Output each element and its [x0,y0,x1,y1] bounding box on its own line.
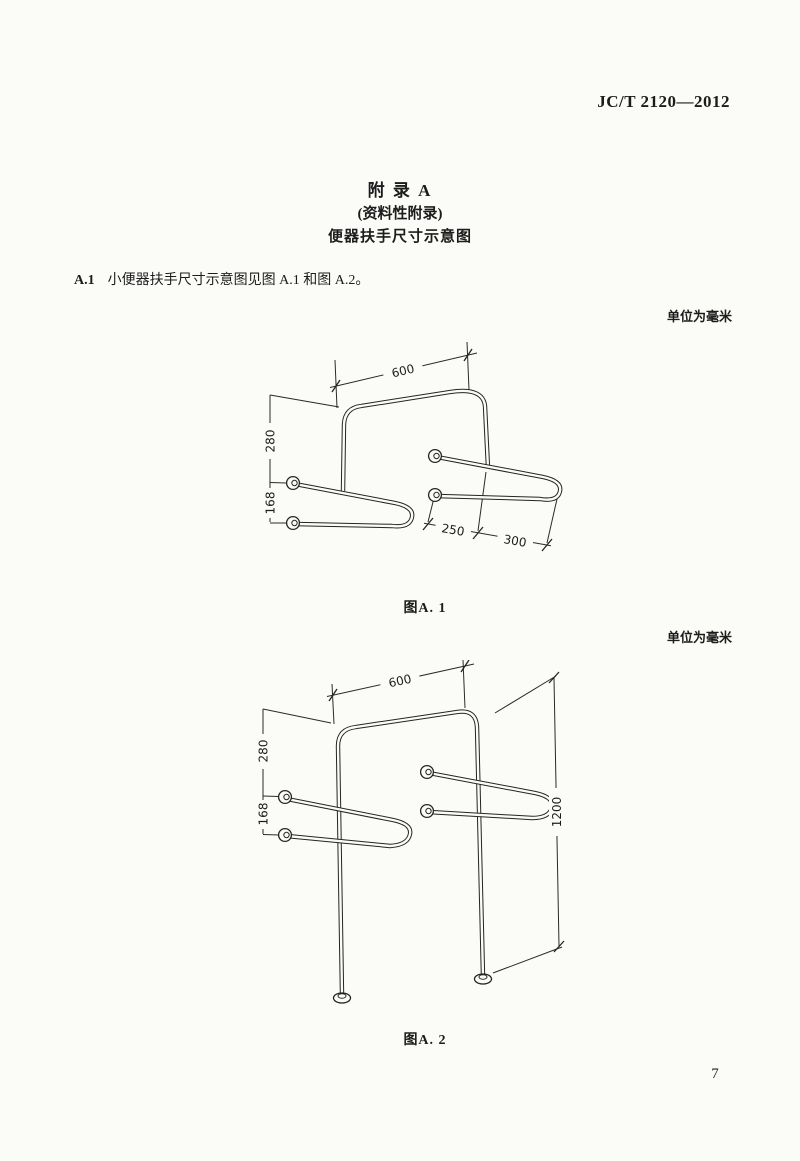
fig2-left-grab-bar [286,796,413,849]
figure2-caption: 图A. 2 [403,1033,447,1048]
fig1-dim-depth1: 250 [441,521,466,539]
fig2-dim-1200-ticks [548,671,565,953]
unit-note-figure1: 单位为毫米 [666,309,732,324]
fig2-frame-tube [335,709,486,995]
figure-a1-drawing: 600 280 168 250 300 [263,341,563,552]
fig2-right-grab-bar [428,770,555,821]
fig1-dim-height: 280 [264,430,278,453]
fig2-dim-labels: 600 280 168 1200 [256,668,564,836]
standard-number: JC/T 2120—2012 [597,92,730,111]
page-number: 7 [711,1066,719,1082]
clause-number: A.1 [74,273,95,288]
appendix-title: 附 录 A [367,181,433,200]
appendix-heading: 便器扶手尺寸示意图 [327,229,472,245]
figure1-caption: 图A. 1 [403,601,447,616]
figure-a2-drawing: 600 280 168 1200 [256,660,565,1004]
fig1-dim-spacing: 168 [264,492,278,515]
fig2-dim-width: 600 [387,672,412,691]
fig1-dim-labels: 600 280 168 250 300 [263,358,535,552]
fig1-frame-tube [340,388,491,492]
fig2-dim-height: 280 [257,740,271,763]
fig1-left-grab-bar [294,481,415,529]
fig2-floor-feet [332,973,493,1004]
fig2-dim-spacing: 168 [257,803,271,826]
fig1-wall-flanges [285,448,443,531]
fig2-wall-flanges [277,764,435,843]
unit-note-figure2: 单位为毫米 [666,630,732,645]
fig1-right-grab-bar [436,454,563,502]
clause-a1: A.1 小便器扶手尺寸示意图见图 A.1 和图 A.2。 [74,269,369,289]
fig1-dim-width: 600 [390,362,415,381]
clause-text: 小便器扶手尺寸示意图见图 A.1 和图 A.2。 [107,273,370,288]
appendix-subtitle: (资料性附录) [357,206,443,222]
fig1-dim-depth2: 300 [503,532,528,550]
fig2-dim-total-height: 1200 [550,797,564,828]
